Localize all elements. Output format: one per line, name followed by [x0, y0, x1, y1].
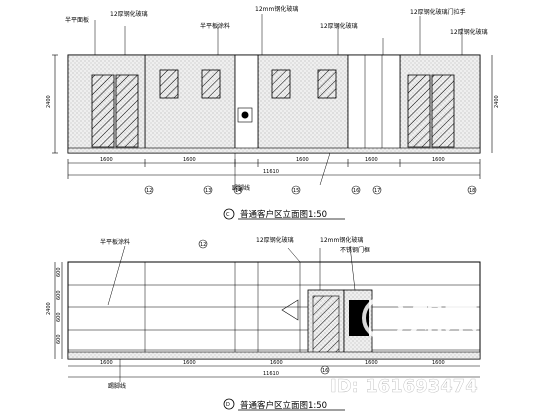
height-dim-d-3: 600	[56, 312, 62, 322]
width-dim-d-0: 1600	[100, 360, 113, 366]
note-c-0: 半平面板	[65, 16, 89, 24]
width-dim-d-1: 1600	[183, 360, 196, 366]
height-dim-d-2: 600	[56, 290, 62, 300]
bottom-note-d: 踢脚线	[108, 382, 126, 390]
elevation-d-labels: 半平板涂料 12厚钢化玻璃 12mm钢化玻璃 不锈钢门框 2400 600 60…	[46, 236, 445, 411]
watermark: Z 知末 ID: 161693474	[330, 296, 478, 397]
height-dim-d-1: 600	[56, 267, 62, 277]
axis-c-0: 12	[146, 188, 152, 194]
width-dim-d-4: 1600	[432, 360, 445, 366]
svg-text:Z: Z	[377, 308, 393, 333]
note-c-3: 12mm钢化玻璃	[255, 5, 298, 13]
axis-c-2: 14	[235, 188, 241, 194]
total-dim-c: 11610	[263, 169, 279, 175]
axis-c-4: 16	[353, 188, 359, 194]
height-dim-c-0: 2400	[46, 95, 52, 108]
note-c-1: 12厚钢化玻璃	[110, 10, 148, 18]
bottom-note-c: 踢脚线	[232, 184, 250, 192]
width-dim-c-0: 1600	[100, 157, 113, 163]
note-c-2: 半平板涂料	[200, 22, 230, 30]
width-dim-d-3: 1600	[365, 360, 378, 366]
width-dim-c-3: 1600	[365, 157, 378, 163]
watermark-logo-text: 知末	[410, 299, 478, 339]
height-dim-d-0: 2400	[46, 302, 52, 315]
marker-d: D	[226, 402, 230, 408]
elevation-c	[52, 14, 493, 220]
axis-c-6: 18	[469, 188, 475, 194]
elevation-c-labels: 半平面板 12厚钢化玻璃 半平板涂料 12mm钢化玻璃 12厚钢化玻璃 12厚钢…	[46, 5, 500, 220]
marker-c: C	[226, 212, 230, 218]
note-c-4: 12厚钢化玻璃	[320, 22, 358, 30]
width-dim-c-4: 1600	[432, 157, 445, 163]
note-d-1: 12厚钢化玻璃	[256, 236, 294, 244]
axis-c-5: 17	[374, 188, 380, 194]
note-c-6: 12厚钢化玻璃	[450, 28, 488, 36]
total-dim-d: 11610	[263, 371, 279, 377]
watermark-logo-icon: Z	[362, 296, 406, 340]
axis-d-0: 12	[200, 242, 206, 248]
watermark-id: ID: 161693474	[330, 376, 478, 397]
axis-d-1: 16	[322, 368, 328, 374]
elevation-d	[54, 239, 481, 411]
note-c-5: 12厚钢化玻璃门拉手	[410, 8, 466, 16]
title-c: 普通客户区立面图1:50	[240, 209, 327, 220]
axis-c-1: 13	[205, 188, 211, 194]
height-dim-c-1: 2400	[494, 95, 500, 108]
axis-c-3: 15	[293, 188, 299, 194]
note-d-0: 半平板涂料	[100, 238, 130, 246]
note-d-3: 不锈钢门框	[340, 246, 370, 254]
height-dim-d-4: 600	[56, 334, 62, 344]
width-dim-c-2: 1600	[296, 157, 309, 163]
width-dim-d-2: 1600	[270, 360, 283, 366]
title-d: 普通客户区立面图1:50	[240, 400, 327, 411]
note-d-2: 12mm钢化玻璃	[320, 236, 363, 244]
width-dim-c-1: 1600	[183, 157, 196, 163]
